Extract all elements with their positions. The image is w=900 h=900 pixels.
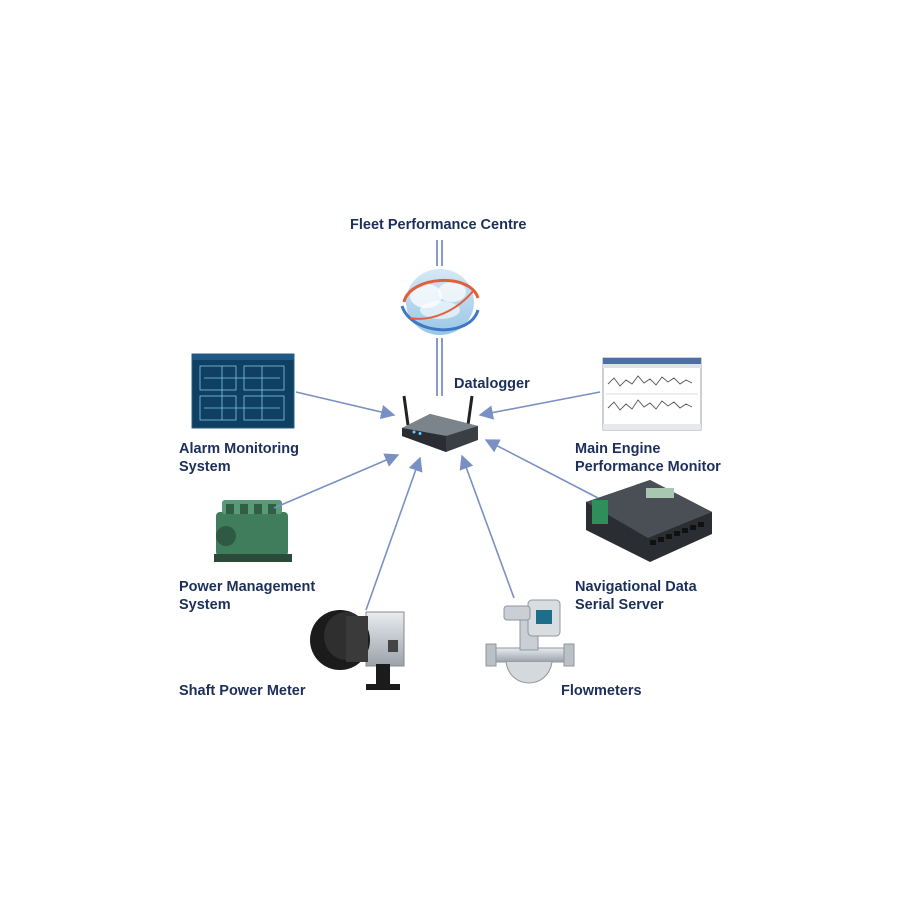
connector-arrows (273, 391, 601, 611)
arrow-flow (459, 454, 515, 599)
datalogger-router-icon (402, 395, 478, 452)
shaft-power-meter-icon (310, 610, 405, 690)
alarm-monitor-screen-icon (191, 353, 295, 429)
serial-server-device-icon (586, 480, 712, 562)
flowmeters-label: Flowmeters (561, 683, 642, 699)
engine-performance-window-icon (602, 357, 702, 431)
arrow-alarm (295, 391, 396, 420)
arrow-shaft (365, 456, 423, 611)
shaft-power-meter-label: Shaft Power Meter (179, 683, 306, 699)
fleet-performance-centre-label: Fleet Performance Centre (350, 217, 527, 233)
main-engine-label: Main Engine Performance Monitor (575, 441, 721, 475)
cloud-globe-icon (400, 269, 480, 335)
power-management-label: Power Management System (179, 579, 316, 613)
arrow-engine (478, 391, 601, 420)
datalogger-label: Datalogger (454, 376, 530, 392)
arrow-nav (484, 439, 599, 499)
fleet-link-lines (436, 240, 443, 396)
arrow-power (273, 453, 400, 509)
flowmeter-icon (485, 599, 575, 684)
navigational-data-label: Navigational Data Serial Server (575, 579, 697, 613)
alarm-monitoring-label: Alarm Monitoring System (179, 441, 300, 475)
diesel-engine-icon (214, 500, 292, 562)
